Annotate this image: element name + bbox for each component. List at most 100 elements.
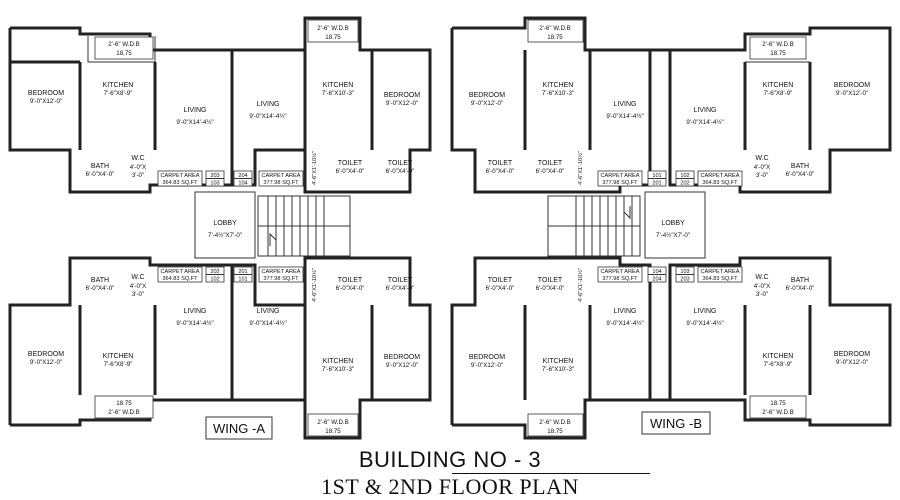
svg-text:104: 104 [238,181,247,187]
svg-text:7'-6"X10'-3": 7'-6"X10'-3" [542,90,574,97]
svg-text:102: 102 [210,277,219,283]
svg-text:104: 104 [652,269,661,275]
svg-text:103: 103 [210,181,219,187]
wdb-box-top-c: 2'-6" W.D.B 18.75 [527,19,584,43]
building-title: BUILDING NO - 3 [358,447,542,472]
svg-text:6'-0"X4'-0": 6'-0"X4'-0" [86,285,115,292]
svg-text:3'-0": 3'-0" [132,291,144,298]
svg-text:101: 101 [652,173,661,179]
svg-text:CARPET AREA: CARPET AREA [700,269,739,275]
svg-text:4'-6"X1'-10½": 4'-6"X1'-10½" [577,268,584,302]
svg-text:364.83 SQ.FT: 364.83 SQ.FT [702,276,738,282]
svg-text:18.75: 18.75 [116,50,132,57]
svg-text:CARPET AREA: CARPET AREA [261,269,300,275]
svg-text:7'-6"X10'-3": 7'-6"X10'-3" [322,366,354,373]
svg-text:CARPET AREA: CARPET AREA [160,173,199,179]
svg-text:377.98 SQ.FT: 377.98 SQ.FT [263,276,299,282]
svg-text:364.83 SQ.FT: 364.83 SQ.FT [702,180,738,186]
svg-text:WING -A: WING -A [213,421,265,436]
svg-text:4'-0"X: 4'-0"X [130,164,146,171]
svg-text:2'-6" W.D.B: 2'-6" W.D.B [539,25,571,32]
svg-text:6'-0"X4'-0": 6'-0"X4'-0" [386,285,415,292]
svg-text:LIVING: LIVING [694,308,717,315]
svg-text:6'-0"X4'-0": 6'-0"X4'-0" [86,171,115,178]
svg-text:TOILET: TOILET [488,277,513,284]
svg-text:CARPET AREA: CARPET AREA [600,173,639,179]
svg-text:BATH: BATH [91,163,109,170]
svg-text:9'-0"X12'-0": 9'-0"X12'-0" [386,362,418,369]
svg-text:KITCHEN: KITCHEN [763,82,794,89]
svg-text:LIVING: LIVING [257,101,280,108]
wdb-box-top-a: 2'-6" W.D.B 18.75 [94,36,154,60]
wdb-box-bottom-d: 18.75 2'-6" W.D.B [749,395,807,419]
svg-text:KITCHEN: KITCHEN [323,358,354,365]
svg-text:BEDROOM: BEDROOM [469,92,505,99]
staircase-right [547,195,641,257]
svg-text:377.98 SQ.FT: 377.98 SQ.FT [263,180,299,186]
svg-text:BEDROOM: BEDROOM [469,354,505,361]
svg-text:W.C: W.C [755,155,768,162]
svg-text:2'-6" W.D.B: 2'-6" W.D.B [108,409,140,416]
lobby-labels: LOBBY 7'-4½"X7'-0" LOBBY 7'-4½"X7'-0" [208,220,690,239]
svg-text:BEDROOM: BEDROOM [384,92,420,99]
svg-text:9'-0"X14'-4½": 9'-0"X14'-4½" [686,320,723,327]
svg-text:3'-0": 3'-0" [756,172,768,179]
svg-text:18.75: 18.75 [547,428,563,435]
floor-plan-title: 1ST & 2ND FLOOR PLAN [321,474,579,499]
svg-text:LIVING: LIVING [694,107,717,114]
svg-text:7'-6"X8'-9": 7'-6"X8'-9" [104,90,133,97]
svg-text:2'-6" W.D.B: 2'-6" W.D.B [108,41,140,48]
svg-text:9'-0"X14'-4½": 9'-0"X14'-4½" [606,113,643,120]
svg-text:102: 102 [680,173,689,179]
svg-text:9'-0"X12'-0": 9'-0"X12'-0" [836,90,868,97]
svg-text:9'-0"X14'-4½": 9'-0"X14'-4½" [176,320,213,327]
svg-text:9'-0"X12'-0": 9'-0"X12'-0" [471,362,503,369]
svg-text:LIVING: LIVING [614,308,637,315]
svg-text:KITCHEN: KITCHEN [543,82,574,89]
svg-text:3'-0": 3'-0" [132,172,144,179]
svg-text:4'-6"X1'-10½": 4'-6"X1'-10½" [311,268,318,302]
title-underline [452,473,650,474]
svg-text:7'-6"X8'-9": 7'-6"X8'-9" [104,361,133,368]
svg-text:2'-6" W.D.B: 2'-6" W.D.B [762,41,794,48]
svg-text:W.C: W.C [131,155,144,162]
svg-text:LOBBY: LOBBY [213,220,237,227]
svg-text:BATH: BATH [791,277,809,284]
svg-text:6'-0"X4'-0": 6'-0"X4'-0" [536,285,565,292]
svg-text:CARPET AREA: CARPET AREA [700,173,739,179]
room-labels-bottom: BATH 6'-0"X4'-0" W.C 4'-0"X 3'-0" TOILET… [28,274,870,373]
svg-text:TOILET: TOILET [488,160,513,167]
svg-text:377.98 SQ.FT: 377.98 SQ.FT [602,180,638,186]
svg-text:6'-0"X4'-0": 6'-0"X4'-0" [486,168,515,175]
svg-text:9'-0"X14'-4½": 9'-0"X14'-4½" [249,113,286,120]
wing-label-b: WING -B [641,411,711,435]
svg-text:18.75: 18.75 [116,400,132,407]
svg-text:BEDROOM: BEDROOM [28,351,64,358]
svg-text:18.75: 18.75 [770,50,786,57]
svg-text:2'-6" W.D.B: 2'-6" W.D.B [539,419,571,426]
svg-text:202: 202 [680,181,689,187]
svg-text:18.75: 18.75 [770,400,786,407]
svg-text:4'-0"X: 4'-0"X [130,283,146,290]
svg-text:7'-4½"X7'-0": 7'-4½"X7'-0" [656,232,690,239]
svg-text:W.C: W.C [755,274,768,281]
svg-text:9'-0"X12'-0": 9'-0"X12'-0" [386,100,418,107]
svg-text:LOBBY: LOBBY [661,220,685,227]
carpet-area-boxes: CARPET AREA 364.83 SQ.FT CARPET AREA 377… [157,170,743,283]
svg-text:6'-0"X4'-0": 6'-0"X4'-0" [786,171,815,178]
duct-labels: 4'-6"X1'-10½" 4'-6"X1'-10½" 4'-6"X1'-10½… [311,151,584,302]
svg-text:7'-6"X8'-9": 7'-6"X8'-9" [764,361,793,368]
svg-text:18.75: 18.75 [325,34,341,41]
wdb-box-bottom-c: 2'-6" W.D.B 18.75 [527,413,584,437]
svg-text:2'-6" W.D.B: 2'-6" W.D.B [317,25,349,32]
svg-text:9'-0"X12'-0": 9'-0"X12'-0" [471,100,503,107]
svg-text:BATH: BATH [791,163,809,170]
svg-text:W.C: W.C [131,274,144,281]
svg-text:201: 201 [652,181,661,187]
svg-text:204: 204 [652,277,661,283]
svg-text:2'-6" W.D.B: 2'-6" W.D.B [762,409,794,416]
svg-text:18.75: 18.75 [547,34,563,41]
svg-text:TOILET: TOILET [338,160,363,167]
svg-text:6'-0"X4'-0": 6'-0"X4'-0" [786,285,815,292]
